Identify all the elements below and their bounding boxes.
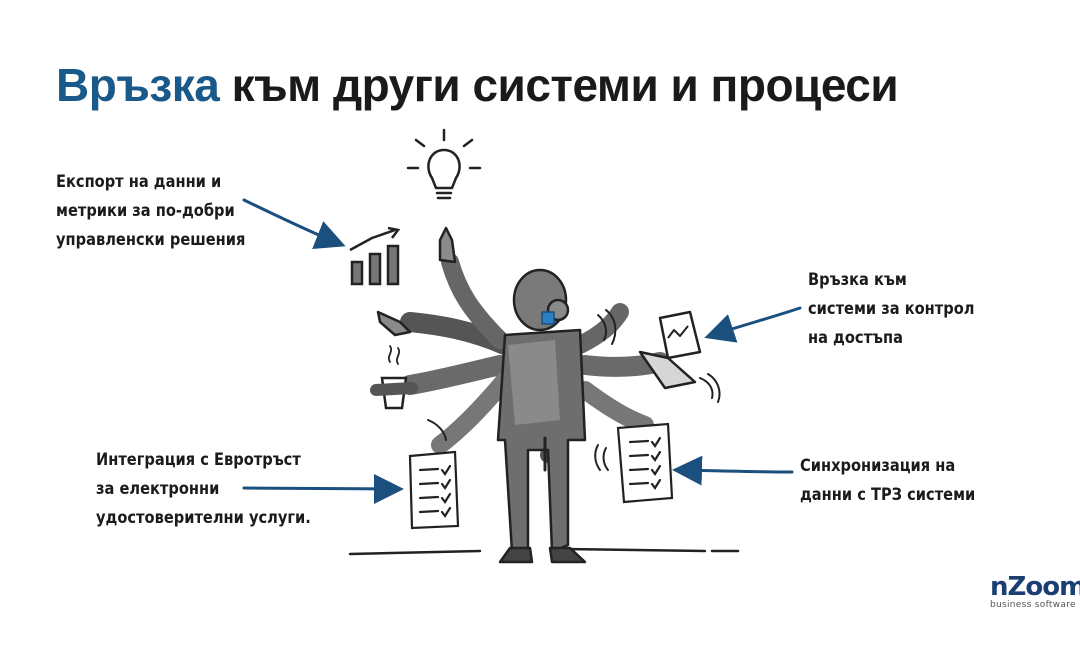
callout-line: на достъпа (808, 328, 904, 348)
laptop-icon (638, 310, 702, 390)
callout-payroll: Синхронизация на данни с ТРЗ системи (800, 452, 975, 510)
title-accent: Връзка (56, 59, 220, 111)
bar-chart-icon (349, 226, 401, 286)
checklist-icon (616, 422, 674, 504)
slide-title: Връзка към други системи и процеси (56, 58, 899, 112)
title-rest: към други системи и процеси (219, 59, 899, 111)
phone-icon (541, 311, 555, 325)
nzoom-logo: nZoom business software (990, 574, 1080, 611)
callout-line: системи за контрол (808, 299, 975, 319)
callout-export: Експорт на данни и метрики за по-добри у… (56, 168, 245, 255)
coffee-cup-icon (370, 345, 418, 410)
callout-line: Синхронизация на (800, 456, 956, 476)
arrow-evrotrust (242, 473, 404, 504)
checklist-icon (408, 450, 460, 530)
multitasking-person (376, 226, 721, 564)
callout-line: удостоверителни услуги. (96, 508, 311, 528)
arrow-access (704, 306, 802, 343)
logo-tagline: business software (990, 600, 1076, 610)
callout-line: данни с ТРЗ системи (800, 485, 976, 505)
callout-line: за електронни (96, 479, 220, 499)
arrow-payroll (672, 455, 794, 486)
callout-arrows (242, 198, 802, 504)
ground-line (348, 547, 740, 556)
lightbulb-icon (406, 128, 482, 200)
callout-line: метрики за по-добри (56, 201, 235, 221)
logo-wordmark: nZoom (990, 572, 1080, 602)
callout-line: Експорт на данни и (56, 172, 222, 192)
callout-line: Интеграция с Евротръст (96, 450, 301, 470)
callout-access-control: Връзка към системи за контрол на достъпа (808, 266, 974, 353)
callout-evrotrust: Интеграция с Евротръст за електронни удо… (96, 446, 311, 533)
callout-line: Връзка към (808, 270, 907, 290)
arrow-export (242, 198, 346, 250)
callout-line: управленски решения (56, 230, 246, 250)
